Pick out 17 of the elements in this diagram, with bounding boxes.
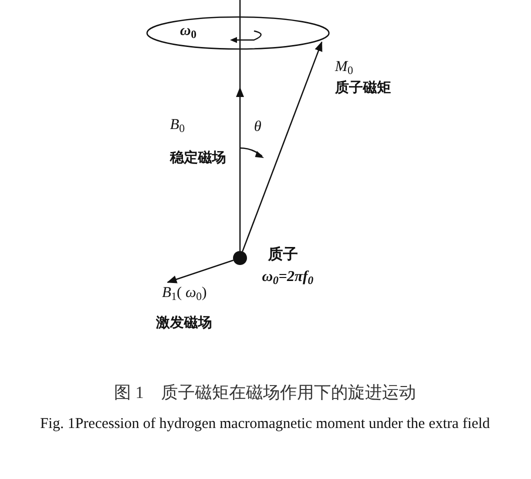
label: θ bbox=[254, 118, 262, 137]
proton-dot bbox=[233, 251, 247, 265]
arrow bbox=[236, 87, 244, 251]
arrow bbox=[166, 260, 234, 284]
node-caption: 质子 bbox=[268, 246, 298, 265]
node-caption: ω$_{0}$=2πf$_{0}$ bbox=[262, 268, 314, 287]
label: B$_{1}$( ω$_{0}$) bbox=[161, 284, 208, 303]
figure-caption: 图 1 质子磁矩在磁场作用下的旋进运动 bbox=[113, 382, 417, 404]
label: 激发磁场 bbox=[156, 314, 213, 332]
arrow bbox=[242, 41, 322, 252]
label: 稳定磁场 bbox=[170, 150, 227, 168]
precession-ellipse bbox=[146, 16, 330, 50]
node-label: ω$_{0}$ bbox=[180, 24, 196, 39]
label: B$_{0}$ bbox=[170, 116, 186, 135]
label: 质子磁矩 bbox=[335, 80, 392, 98]
label: M$_{0}$ bbox=[335, 58, 354, 77]
label: Fig. 1Precession of hydrogen macromagnetic moment under the extra field bbox=[40, 415, 490, 434]
